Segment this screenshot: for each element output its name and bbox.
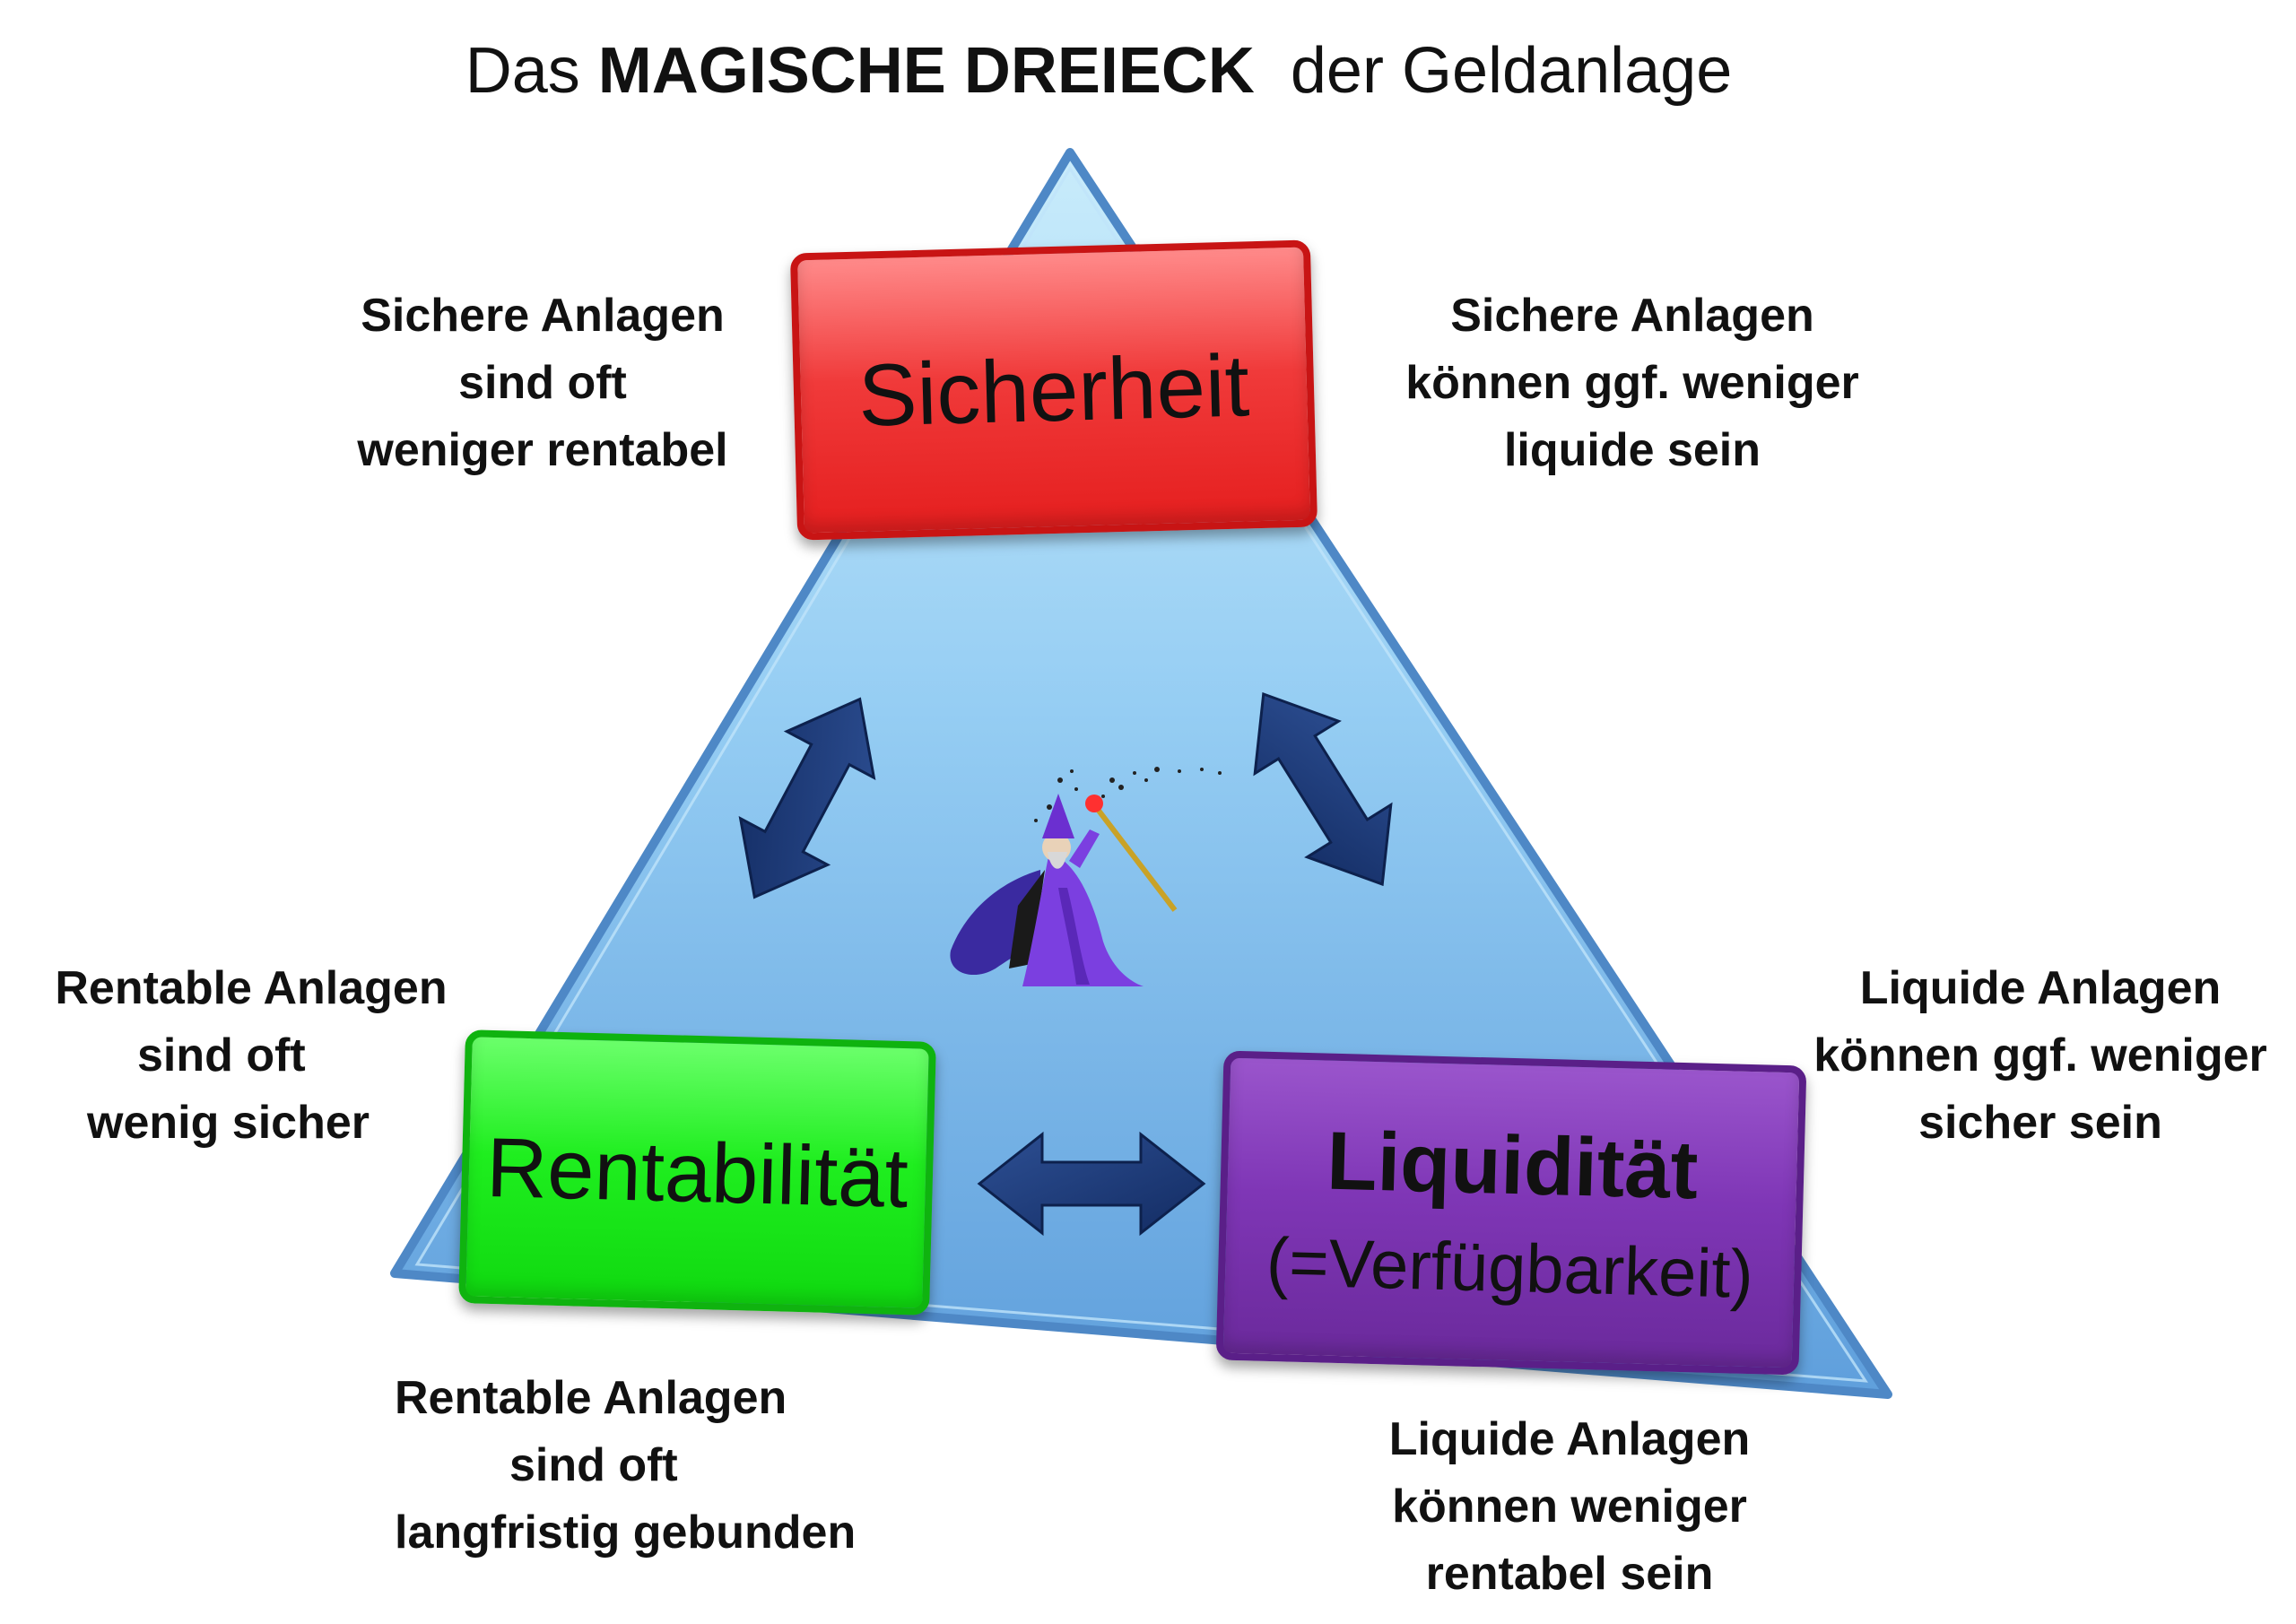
note-line: wenig sicher: [87, 1097, 370, 1149]
note-line: Rentable Anlagen: [55, 962, 448, 1014]
box-liquiditaet: Liquidität (=Verfügbarkeit): [1215, 1050, 1807, 1376]
note-mid-left: Rentable Anlagen sind oft wenig sicher: [45, 955, 457, 1157]
note-line: können weniger: [1392, 1481, 1747, 1533]
double-arrow-icon-bottom: [977, 1131, 1206, 1237]
note-line: können ggf. weniger: [1813, 1029, 2267, 1081]
box-sicherheit: Sicherheit: [789, 239, 1318, 541]
note-bottom-left: Rentable Anlagen sind oft langfristig ge…: [395, 1365, 879, 1567]
wizard-icon: [950, 767, 1222, 986]
note-line: Liquide Anlagen: [1388, 1413, 1751, 1465]
note-line: Sichere Anlagen: [361, 290, 725, 342]
note-line: rentabel sein: [1425, 1548, 1714, 1600]
note-line: Rentable Anlagen: [395, 1372, 787, 1424]
note-line: langfristig gebunden: [395, 1507, 857, 1559]
page-title: Das MAGISCHE DREIECK der Geldanlage: [0, 34, 2197, 108]
note-line: sind oft: [458, 357, 627, 409]
note-line: Sichere Anlagen: [1450, 290, 1814, 342]
note-top-right: Sichere Anlagen können ggf. weniger liqu…: [1381, 282, 1883, 484]
note-line: Liquide Anlagen: [1859, 962, 2222, 1014]
box-rentabilitaet-label: Rentabilität: [485, 1119, 909, 1225]
double-arrow-icon-left: [738, 697, 876, 899]
note-line: sind oft: [137, 1029, 306, 1081]
box-liquiditaet-sublabel: (=Verfügbarkeit): [1265, 1223, 1754, 1313]
note-line: sind oft: [509, 1439, 678, 1491]
double-arrow-icon-right: [1253, 691, 1393, 887]
triangle-edge-shine: [414, 166, 1868, 1383]
note-line: können ggf. weniger: [1405, 357, 1859, 409]
title-bold: MAGISCHE DREIECK: [597, 35, 1255, 107]
box-liquiditaet-label: Liquidität: [1326, 1115, 1700, 1216]
note-line: liquide sein: [1503, 424, 1761, 476]
note-line: sicher sein: [1918, 1097, 2162, 1149]
box-rentabilitaet: Rentabilität: [458, 1029, 936, 1316]
note-line: weniger rentabel: [357, 424, 728, 476]
title-suffix: der Geldanlage: [1290, 35, 1733, 107]
note-top-left: Sichere Anlagen sind oft weniger rentabe…: [318, 282, 767, 484]
note-bottom-right: Liquide Anlagen können weniger rentabel …: [1368, 1406, 1771, 1608]
title-prefix: Das: [465, 35, 580, 107]
note-mid-right: Liquide Anlagen können ggf. weniger sich…: [1798, 955, 2283, 1157]
box-sicherheit-label: Sicherheit: [857, 334, 1251, 445]
